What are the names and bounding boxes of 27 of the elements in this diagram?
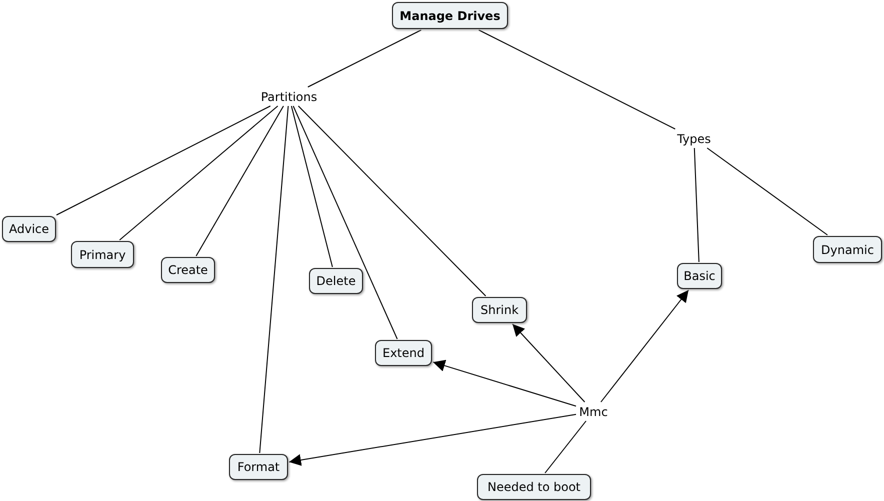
connector-line: [292, 106, 398, 340]
connector-line: [307, 30, 422, 88]
topic-box: Format: [229, 454, 288, 480]
topic-box: Advice: [2, 216, 56, 242]
connector-line: [478, 30, 676, 130]
arrow: [432, 360, 576, 407]
topic-box: Primary: [71, 241, 134, 268]
arrow: [288, 414, 576, 466]
connector-line: [290, 106, 333, 268]
arrow: [512, 324, 586, 402]
topic-box: Extend: [375, 340, 432, 366]
connector-line: [706, 148, 828, 236]
connector-line: [298, 106, 486, 296]
topic-box: Dynamic: [813, 236, 882, 263]
topic-box: Create: [161, 257, 215, 283]
topic-box: Basic: [677, 263, 722, 289]
topic-box: Needed to boot: [477, 474, 591, 500]
connector-line: [694, 148, 700, 262]
topic-box: Shrink: [472, 297, 527, 323]
arrow: [600, 290, 690, 402]
topic-box: Delete: [309, 268, 363, 294]
connector-line: [544, 420, 587, 474]
connector-line: [259, 106, 289, 454]
connector-line: [56, 106, 271, 216]
connector-line: [119, 106, 278, 240]
connector-line: [196, 106, 284, 256]
topic-box: Manage Drives: [392, 2, 508, 29]
